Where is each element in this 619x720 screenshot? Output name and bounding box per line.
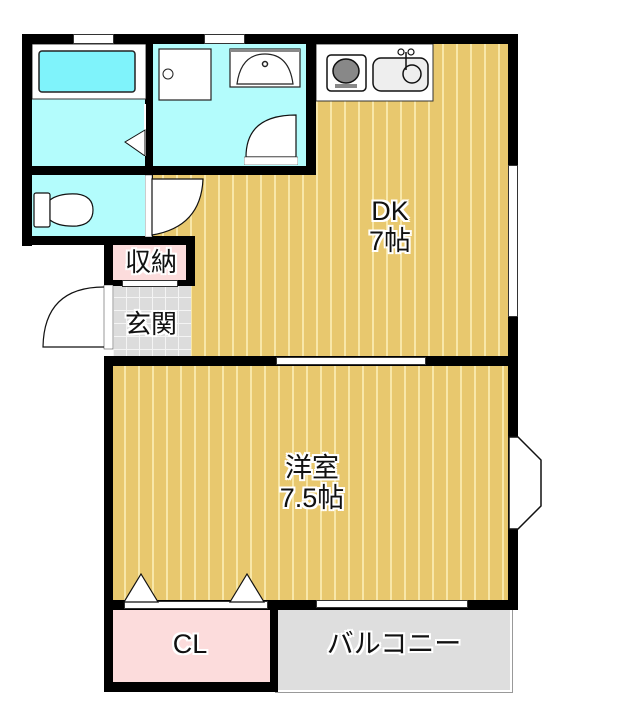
toilet-icon <box>33 192 94 228</box>
entrance-area <box>113 284 191 358</box>
bathtub-icon <box>32 44 146 100</box>
kitchen-counter-icon <box>316 44 434 102</box>
closet-door-left-icon <box>122 572 160 603</box>
wall-closet-right <box>270 600 278 692</box>
storage-door-icon <box>122 280 178 287</box>
balcony-label: バルコニー <box>326 629 462 659</box>
wall-left-wet <box>22 34 32 246</box>
washbasin-icon <box>229 48 301 88</box>
entrance-label: 玄関 <box>124 309 177 339</box>
closet-door-track <box>124 601 268 609</box>
western-room-name: 洋室 <box>285 453 339 483</box>
washing-machine-pan-icon <box>158 48 212 101</box>
western-room-floor <box>112 364 510 604</box>
toilet-door-icon <box>145 175 204 237</box>
wall-bottom-western <box>104 600 518 610</box>
wash-window <box>204 34 245 44</box>
entrance-door-icon <box>42 285 114 350</box>
wall-closet-bottom <box>104 682 278 692</box>
wall-right <box>508 34 518 610</box>
stove-icon <box>326 54 367 92</box>
wall-left-lower <box>104 356 113 692</box>
dk-label: DK 7帖 <box>340 196 440 256</box>
storage-area <box>112 244 188 284</box>
storage-label: 収納 <box>124 247 177 277</box>
kitchen-sink-icon <box>372 48 429 92</box>
dk-room-name: DK <box>371 196 409 226</box>
dk-room-size: 7帖 <box>368 225 412 256</box>
wash-door-icon <box>244 114 298 165</box>
balcony-area <box>275 607 513 693</box>
wall-bath-wash <box>145 44 153 244</box>
western-room-label: 洋室 7.5帖 <box>262 453 362 513</box>
closet-area <box>113 610 271 682</box>
bay-window-icon <box>508 436 542 530</box>
bath-door-icon <box>124 104 146 156</box>
wall-top <box>22 34 518 44</box>
bath-window <box>73 34 114 44</box>
closet-label: CL <box>172 629 208 659</box>
wall-wet-horizontal <box>22 166 316 175</box>
dk-right-window <box>508 165 518 317</box>
western-room-size: 7.5帖 <box>279 482 345 513</box>
wall-wash-dk <box>306 44 316 174</box>
balcony-sliding-window <box>316 600 468 608</box>
dk-western-sliding-door <box>276 357 426 365</box>
wall-storage-left <box>104 236 113 284</box>
closet-door-right-icon <box>228 572 266 603</box>
wall-storage-right <box>186 236 195 284</box>
